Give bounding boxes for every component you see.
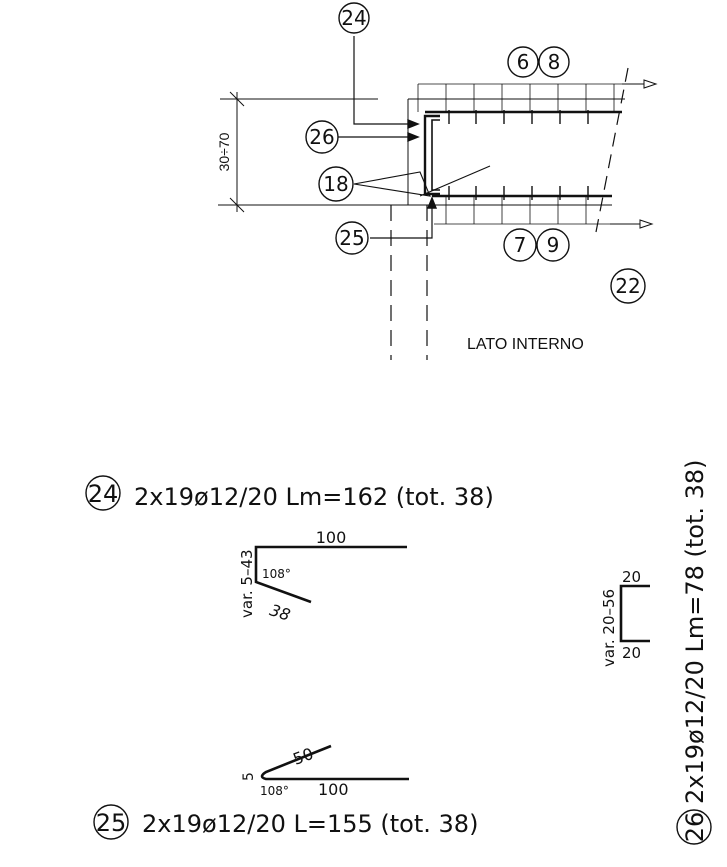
callout-circle-25 (335, 221, 369, 255)
side-label: LATO INTERNO (467, 336, 584, 353)
callout-circle-6 (507, 46, 539, 78)
bar-26-dim-top: 20 (622, 568, 641, 586)
hatch-bottom (434, 196, 636, 225)
bar-stirrup (423, 114, 440, 196)
mark-26-circle (676, 809, 712, 845)
bar-24-dim-diag: 38 (267, 600, 292, 624)
hatch-top (417, 83, 640, 112)
arrowhead-top (643, 79, 658, 89)
bar-24-schedule: 24 2x19ø12/20 Lm=162 (tot. 38) 100 var. … (85, 475, 494, 625)
concrete-outline (407, 98, 625, 206)
bar-25-shape (260, 744, 409, 781)
leader-24-arrowhead (407, 118, 420, 130)
callout-24-top: 24 (341, 6, 366, 30)
callout-circle-18 (318, 166, 354, 202)
callout-7: 7 (514, 233, 527, 257)
mark-24: 24 (88, 480, 119, 508)
bar-24-dim-var: var. 5–43 (238, 549, 256, 618)
mark-26: 26 (681, 812, 709, 843)
callout-circle-22 (610, 268, 646, 304)
callout-circle-8 (538, 46, 570, 78)
callouts (305, 2, 646, 304)
bar-inner-u (431, 119, 440, 191)
callout-26: 26 (309, 125, 334, 149)
callout-circle-24 (338, 2, 370, 34)
rebar-ticks (448, 110, 589, 200)
bar-26-dim-var: var. 20–56 (600, 589, 618, 667)
bar-25-dim-left: 5 (241, 772, 257, 781)
callout-labels: 24 6 8 26 18 25 7 9 22 (309, 6, 640, 298)
bar-26-dim-bottom: 20 (622, 644, 641, 662)
leader-18 (353, 171, 431, 197)
concrete-right-edge (595, 67, 629, 233)
callout-25: 25 (339, 226, 364, 250)
callout-circle-9 (536, 228, 570, 262)
bar-24-dim-top: 100 (316, 528, 347, 547)
arrowhead-bottom (639, 219, 654, 229)
bar-26-spec: 2x19ø12/20 Lm=78 (tot. 38) (681, 459, 709, 804)
dimension-height (218, 91, 408, 213)
mark-24-circle (85, 475, 121, 511)
bar-24-dim-angle: 108° (262, 567, 291, 581)
bar-26-shape (619, 584, 650, 643)
bar-25-dim-diag: 50 (290, 744, 316, 769)
callout-22: 22 (615, 274, 640, 298)
callout-circle-7 (503, 228, 537, 262)
bar-25-schedule: 50 5 108° 100 25 2x19ø12/20 L=155 (tot. … (93, 744, 478, 840)
bar-25-dim-angle: 108° (260, 784, 289, 798)
callout-18: 18 (323, 172, 348, 196)
callout-8: 8 (548, 50, 561, 74)
callout-6: 6 (517, 50, 530, 74)
leader-25 (370, 200, 433, 239)
callout-9: 9 (547, 233, 560, 257)
bar-26-schedule: 20 20 var. 20–56 26 2x19ø12/20 Lm=78 (to… (600, 459, 712, 845)
callout-circle-26 (305, 120, 339, 154)
mark-25: 25 (96, 809, 127, 837)
leader-24 (353, 36, 414, 125)
leader-18-diag (419, 165, 491, 197)
section-view (218, 36, 658, 360)
mark-25-circle (93, 804, 129, 840)
bar-24-shape (254, 545, 407, 604)
bar-25-spec: 2x19ø12/20 L=155 (tot. 38) (142, 810, 478, 838)
dimension-label: 30÷70 (216, 132, 232, 171)
bar-24-spec: 2x19ø12/20 Lm=162 (tot. 38) (134, 483, 494, 511)
bar-25-dim-bottom: 100 (318, 780, 349, 799)
leader-26-arrowhead (407, 131, 420, 143)
leader-25-arrowhead (426, 196, 438, 209)
